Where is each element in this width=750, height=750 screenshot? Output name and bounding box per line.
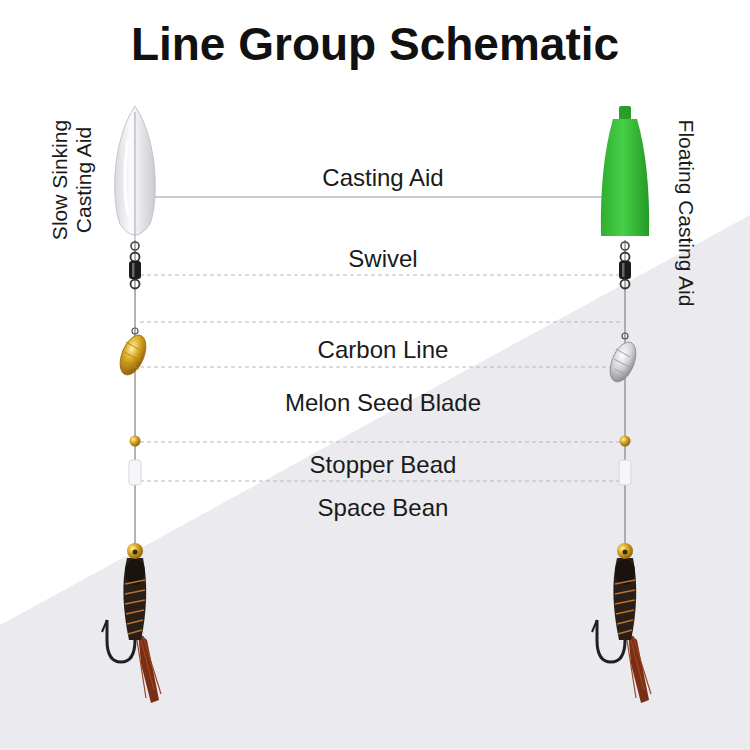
blade-texture — [614, 349, 631, 376]
guide-dash — [140, 442, 620, 443]
float-tube — [619, 106, 631, 120]
part-label: Casting Aid — [322, 164, 443, 192]
gold-melon-seed-blade — [115, 331, 151, 378]
background-band — [0, 215, 750, 750]
carbon-line — [624, 240, 625, 548]
swivel-symbol — [619, 242, 631, 289]
blade-clevis — [132, 328, 138, 334]
swivel-symbol — [129, 242, 141, 289]
guide-dash — [140, 275, 620, 276]
part-label: Space Bean — [318, 494, 449, 522]
casting-aid-type-label: Floating Casting Aid — [674, 120, 698, 307]
carbon-line — [134, 240, 135, 548]
casting-aid-highlight — [125, 140, 128, 215]
floating-casting-aid — [601, 119, 649, 236]
guide-dashes — [140, 275, 620, 481]
part-label: Carbon Line — [318, 336, 449, 364]
part-label: Melon Seed Blade — [285, 389, 481, 417]
blade-clevis — [622, 333, 628, 339]
part-label: Stopper Bead — [310, 451, 457, 479]
nymph-fly — [592, 543, 651, 703]
casting-aid-wire — [135, 112, 136, 240]
guide-dash — [140, 481, 620, 482]
blade-texture — [124, 342, 141, 369]
part-label: Swivel — [348, 245, 417, 273]
guide-dash — [140, 322, 620, 323]
casting-aid-type-label: Slow Sinking Casting Aid — [48, 113, 96, 248]
casting-aid-guide — [152, 196, 618, 197]
silver-melon-seed-blade — [605, 338, 641, 385]
terminal-tackle — [619, 436, 631, 486]
nymph-fly — [102, 543, 161, 703]
guide-dash — [140, 367, 620, 368]
terminal-tackle — [129, 436, 141, 486]
diagram-title: Line Group Schematic — [131, 17, 619, 71]
